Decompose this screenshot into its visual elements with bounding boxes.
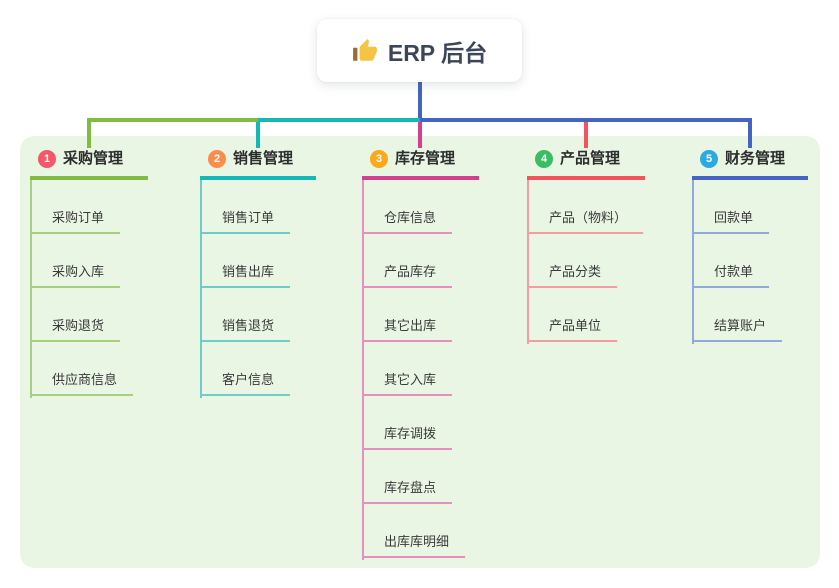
connector-trunk-line (362, 180, 364, 560)
child-node[interactable]: 销售退货 (200, 317, 291, 342)
child-node[interactable]: 结算账户 (692, 317, 783, 342)
branch-sales: 2 销售管理 销售订单 销售出库 销售退货 客户信息 (200, 148, 316, 398)
branch-children: 仓库信息 产品库存 其它出库 其它入库 库存调拨 库存盘点 出库库明细 (362, 180, 479, 560)
branch-finance: 5 财务管理 回款单 付款单 结算账户 (692, 148, 808, 344)
child-node[interactable]: 销售出库 (200, 263, 291, 288)
branch-title-finance[interactable]: 5 财务管理 (692, 148, 808, 180)
branch-title-label: 采购管理 (63, 150, 124, 167)
branch-children: 回款单 付款单 结算账户 (692, 180, 808, 344)
branch-title-label: 销售管理 (233, 150, 294, 167)
badge-number-3: 3 (370, 150, 388, 168)
child-node[interactable]: 产品单位 (527, 317, 618, 342)
badge-number-4: 4 (535, 150, 553, 168)
child-node[interactable]: 产品分类 (527, 263, 618, 288)
connector-trunk-line (30, 180, 32, 398)
branch-title-label: 库存管理 (395, 150, 456, 167)
connector-drop-branch5 (748, 122, 752, 148)
badge-number-1: 1 (38, 150, 56, 168)
connector-trunk-line (692, 180, 694, 344)
child-node[interactable]: 采购入库 (30, 263, 121, 288)
child-node[interactable]: 其它入库 (362, 371, 453, 396)
child-node[interactable]: 产品（物料） (527, 209, 644, 234)
branch-title-procurement[interactable]: 1 采购管理 (30, 148, 148, 180)
branch-inventory: 3 库存管理 仓库信息 产品库存 其它出库 其它入库 库存调拨 库存盘点 出库库… (362, 148, 479, 560)
connector-bus-green (87, 118, 258, 122)
mindmap-background-panel (20, 136, 820, 568)
branch-title-label: 产品管理 (560, 150, 621, 167)
child-node[interactable]: 产品库存 (362, 263, 453, 288)
child-node[interactable]: 出库库明细 (362, 533, 466, 558)
child-node[interactable]: 供应商信息 (30, 371, 134, 396)
branch-children: 采购订单 采购入库 采购退货 供应商信息 (30, 180, 148, 398)
connector-trunk-line (527, 180, 529, 344)
badge-number-5: 5 (700, 150, 718, 168)
branch-title-product[interactable]: 4 产品管理 (527, 148, 645, 180)
thumbs-up-icon (352, 38, 378, 64)
child-node[interactable]: 回款单 (692, 209, 770, 234)
connector-trunk-line (200, 180, 202, 398)
branch-product: 4 产品管理 产品（物料） 产品分类 产品单位 (527, 148, 645, 344)
branch-title-label: 财务管理 (725, 150, 786, 167)
connector-drop-branch3 (418, 122, 422, 148)
root-node-label: ERP 后台 (387, 39, 488, 66)
connector-drop-branch4 (584, 122, 588, 148)
branch-children: 销售订单 销售出库 销售退货 客户信息 (200, 180, 316, 398)
child-node[interactable]: 采购订单 (30, 209, 121, 234)
connector-drop-branch1 (87, 122, 91, 148)
connector-bus-blue (420, 118, 752, 122)
badge-number-2: 2 (208, 150, 226, 168)
child-node[interactable]: 采购退货 (30, 317, 121, 342)
child-node[interactable]: 客户信息 (200, 371, 291, 396)
connector-drop-branch2 (256, 122, 260, 148)
child-node[interactable]: 其它出库 (362, 317, 453, 342)
branch-title-sales[interactable]: 2 销售管理 (200, 148, 316, 180)
connector-bus-teal (258, 118, 420, 122)
branch-children: 产品（物料） 产品分类 产品单位 (527, 180, 645, 344)
child-node[interactable]: 库存盘点 (362, 479, 453, 504)
root-node-erp[interactable]: ERP 后台 (317, 19, 522, 82)
child-node[interactable]: 销售订单 (200, 209, 291, 234)
branch-title-inventory[interactable]: 3 库存管理 (362, 148, 479, 180)
connector-root-drop (418, 82, 422, 118)
child-node[interactable]: 仓库信息 (362, 209, 453, 234)
child-node[interactable]: 库存调拨 (362, 425, 453, 450)
branch-procurement: 1 采购管理 采购订单 采购入库 采购退货 供应商信息 (30, 148, 148, 398)
child-node[interactable]: 付款单 (692, 263, 770, 288)
